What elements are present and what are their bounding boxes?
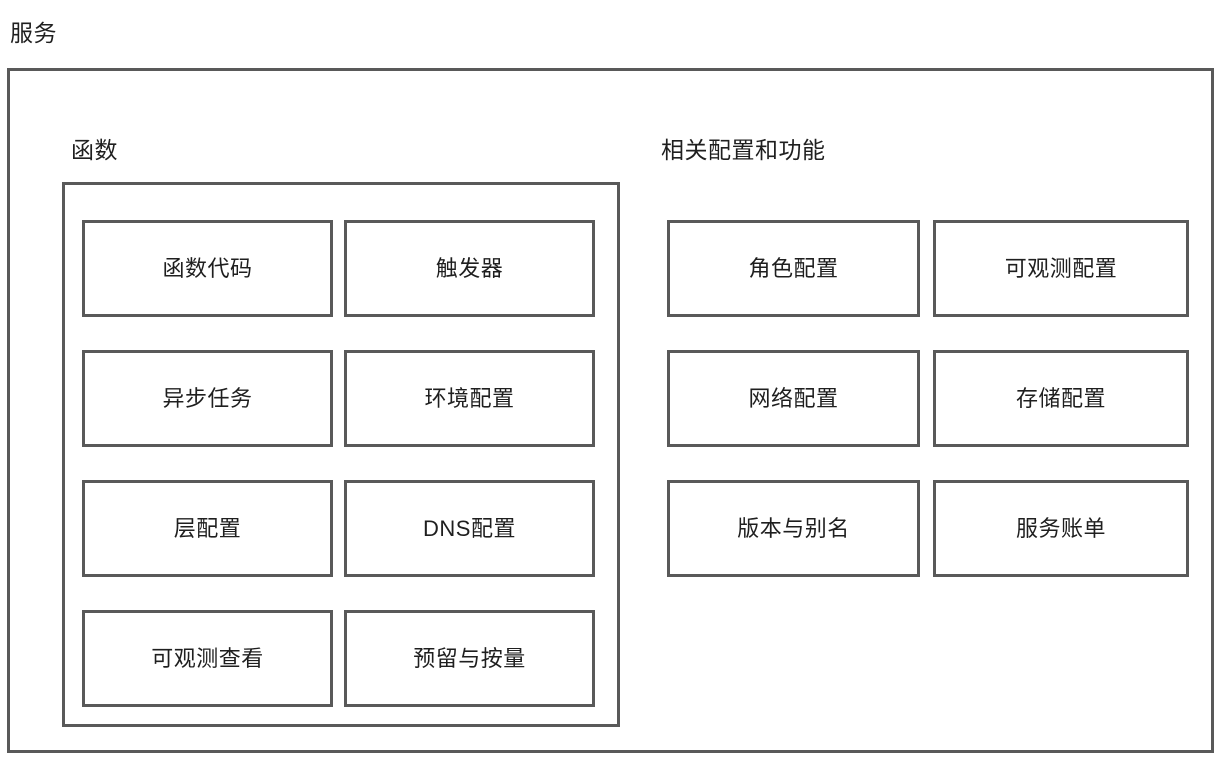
page-title: 服务 (10, 20, 57, 46)
item-box-reserved-and-ondemand[interactable]: 预留与按量 (344, 610, 595, 707)
item-box-role-config[interactable]: 角色配置 (667, 220, 920, 317)
item-box-trigger[interactable]: 触发器 (344, 220, 595, 317)
item-box-network-config[interactable]: 网络配置 (667, 350, 920, 447)
item-box-observability-config[interactable]: 可观测配置 (933, 220, 1189, 317)
item-box-storage-config[interactable]: 存储配置 (933, 350, 1189, 447)
item-box-function-code[interactable]: 函数代码 (82, 220, 333, 317)
item-box-environment-config[interactable]: 环境配置 (344, 350, 595, 447)
related-config-item-grid: 角色配置 可观测配置 网络配置 存储配置 版本与别名 服务账单 (667, 220, 1189, 577)
group-label-related-config: 相关配置和功能 (661, 137, 826, 163)
item-box-dns-config[interactable]: DNS配置 (344, 480, 595, 577)
item-box-async-task[interactable]: 异步任务 (82, 350, 333, 447)
item-box-version-and-alias[interactable]: 版本与别名 (667, 480, 920, 577)
function-group-frame: 函数代码 触发器 异步任务 环境配置 层配置 DNS配置 可观测查看 预留与按量 (62, 182, 620, 727)
group-label-function: 函数 (71, 137, 118, 163)
service-container: 函数 相关配置和功能 函数代码 触发器 异步任务 环境配置 层配置 DNS配置 … (7, 68, 1214, 753)
function-item-grid: 函数代码 触发器 异步任务 环境配置 层配置 DNS配置 可观测查看 预留与按量 (82, 220, 595, 707)
item-box-layer-config[interactable]: 层配置 (82, 480, 333, 577)
item-box-service-bill[interactable]: 服务账单 (933, 480, 1189, 577)
item-box-observability-view[interactable]: 可观测查看 (82, 610, 333, 707)
